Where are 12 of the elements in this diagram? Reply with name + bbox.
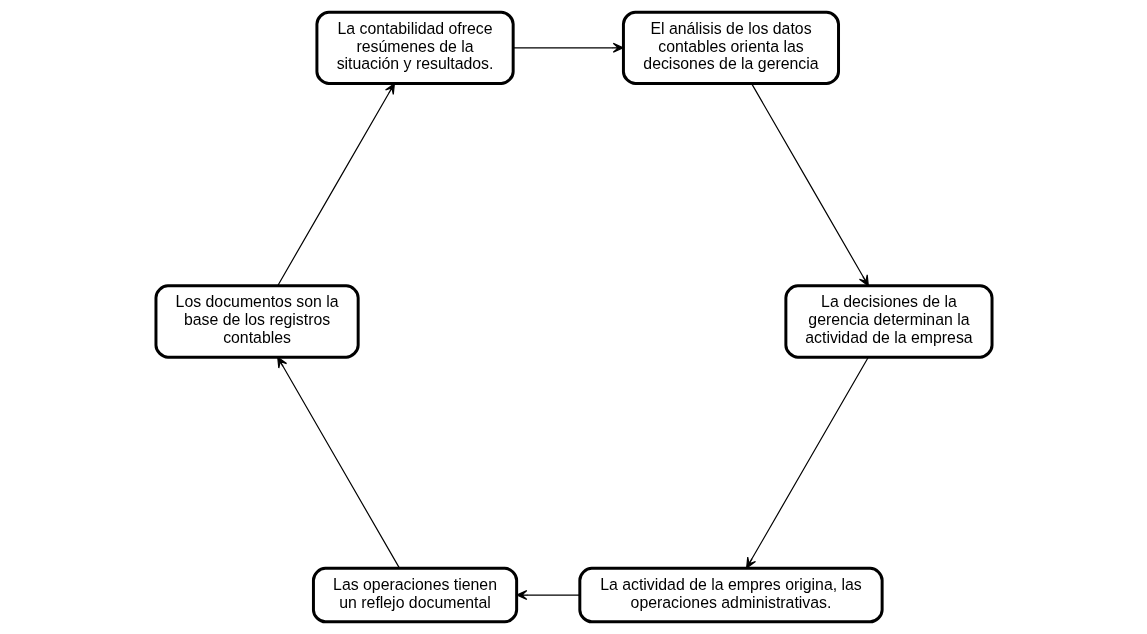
node-box: La contabilidad ofrece resúmenes de la situación y resultados.: [314, 10, 515, 85]
arrow: [276, 356, 400, 569]
arrow: [512, 42, 624, 53]
node-box: Los documentos son la base de los registros contables: [153, 284, 360, 359]
arrow: [750, 83, 869, 287]
node-box: La actividad de la empres origina, las operaciones administrativas.: [577, 566, 884, 624]
arrow: [745, 356, 869, 569]
node-box: La decisiones de la gerencia determinan la actividad de la empresa: [783, 284, 994, 359]
arrow: [515, 590, 580, 601]
node-box: Las operaciones tienen un reflejo documental: [311, 566, 518, 624]
node-box: El análisis de los datos contables orienta las decisones de la gerencia: [621, 10, 840, 85]
arrow: [276, 83, 395, 287]
